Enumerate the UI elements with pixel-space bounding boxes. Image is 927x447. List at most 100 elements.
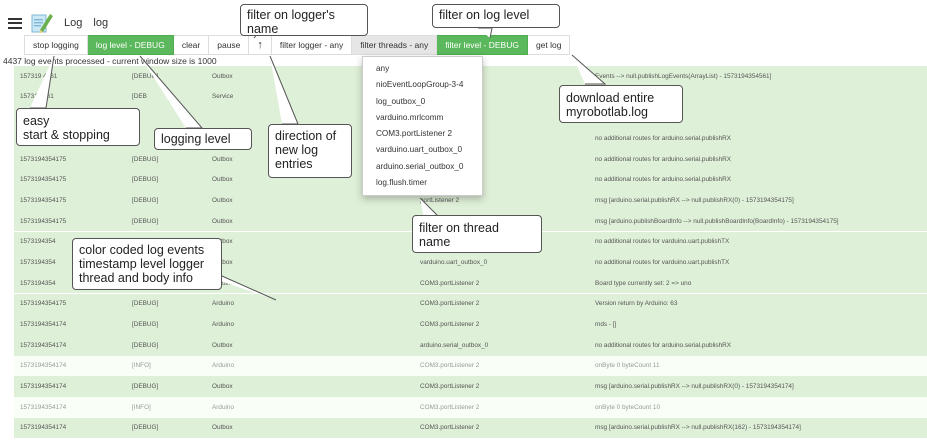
timestamp-cell: 1573194354174	[20, 341, 67, 349]
filter-threads-button[interactable]: filter threads - any	[352, 35, 438, 55]
logger-cell: Arduino	[212, 300, 235, 308]
thread-cell: portListener 2	[420, 196, 460, 204]
body-cell: Board type currently set: 2 => uno	[595, 279, 692, 287]
thread-cell: COM3.portListener 2	[420, 321, 480, 329]
timestamp-cell: 157319 4561	[20, 72, 58, 80]
table-row: 1573194354 Outbox varduino.uart_outbox_0 no…	[14, 252, 927, 273]
body-cell: no additional routes for arduino.serial.…	[595, 176, 732, 184]
logger-cell: Outbox	[212, 196, 233, 204]
log-level-button[interactable]: log level - DEBUG	[87, 35, 174, 55]
get-log-button[interactable]: get log	[527, 35, 571, 55]
logger-cell: Outbox	[212, 341, 233, 349]
body-cell: msg [arduino.publishBoardInfo --> null.p…	[595, 217, 839, 225]
thread-option[interactable]: arduino.serial_outbox_0	[376, 161, 464, 171]
logger-cell: Arduino	[212, 279, 235, 287]
body-cell: msg [arduino.serial.publishRX --> null.p…	[595, 424, 801, 432]
timestamp-cell: 1573194354	[20, 258, 56, 266]
table-row: 1573194354174 [INFO] Arduino COM3.portListe…	[14, 397, 927, 418]
logger-cell: Service	[212, 93, 234, 101]
body-cell: msg [arduino.serial.publishRX --> null.p…	[595, 196, 794, 204]
timestamp-cell: 157319 561	[20, 93, 54, 101]
level-cell: [INFO]	[132, 362, 151, 370]
timestamp-cell: 1573194354174	[20, 383, 67, 391]
filter-level-button[interactable]: filter level - DEBUG	[437, 35, 528, 55]
direction-arrow-button[interactable]: ↑	[249, 35, 272, 55]
logger-cell: Outbox	[212, 176, 233, 184]
logger-cell: Outbox	[212, 72, 233, 80]
callout-direction-text: direction of new log entries	[275, 129, 337, 171]
timestamp-cell: 1573194354175	[20, 217, 67, 225]
timestamp-cell: 1573194354175	[20, 300, 67, 308]
logger-cell: Arduino	[212, 321, 235, 329]
callout-download: download entire myrobotlab.log	[559, 85, 683, 123]
thread-option[interactable]: COM3.portListener 2	[376, 129, 452, 139]
callout-logging-level-text: logging level	[161, 132, 231, 146]
thread-option[interactable]: varduino.uart_outbox_0	[376, 145, 463, 155]
logger-cell: Arduino	[212, 362, 235, 370]
body-cell: Events --> null.publishLogEvents(ArrayLi…	[595, 72, 772, 80]
callout-easy-text: easy start & stopping	[23, 114, 110, 142]
logger-cell: Arduino	[212, 403, 235, 411]
log-pencil-icon	[31, 14, 53, 34]
thread-cell: COM3.portListener 2	[420, 403, 480, 411]
logger-cell: Outbox	[212, 383, 233, 391]
timestamp-cell: 1573194354175	[20, 176, 67, 184]
callout-filter-logger-text: filter on logger's name	[247, 8, 335, 36]
level-cell: [DEBUG]	[132, 217, 159, 225]
thread-option[interactable]: log_outbox_0	[376, 96, 426, 106]
level-cell: [DEB	[132, 93, 147, 101]
body-cell: msg [arduino.serial.publishRX --> null.p…	[595, 383, 794, 391]
stop-logging-button[interactable]: stop logging	[24, 35, 88, 55]
level-cell: [DEBUG]	[132, 176, 159, 184]
callout-filter-level-text: filter on log level	[439, 8, 530, 22]
pause-button[interactable]: pause	[209, 35, 250, 55]
body-cell: mds - []	[595, 321, 617, 329]
clear-button[interactable]: clear	[173, 35, 210, 55]
thread-cell: COM3.portListener 2	[420, 383, 480, 391]
body-cell: no additional routes for arduino.serial.…	[595, 341, 732, 349]
thread-option[interactable]: log.flush.timer	[376, 178, 427, 188]
body-cell: no additional routes for varduino.uart.p…	[595, 238, 730, 246]
timestamp-cell: 1573194354174	[20, 403, 67, 411]
body-cell: onByte 0 byteCount 11	[595, 362, 660, 370]
title-part-2: log	[93, 17, 109, 29]
timestamp-cell: 1573194354175	[20, 155, 67, 163]
body-cell: onByte 0 byteCount 10	[595, 403, 661, 411]
timestamp-cell: 1573194354175	[20, 196, 67, 204]
hamburger-menu-icon[interactable]	[8, 17, 22, 29]
callout-direction: direction of new log entries	[268, 124, 352, 178]
body-cell: no additional routes for varduino.uart.p…	[595, 258, 730, 266]
timestamp-cell: 1573194354	[20, 238, 56, 246]
thread-cell: COM3.portListener 2	[420, 424, 480, 432]
level-cell: [DEBUG]	[132, 196, 159, 204]
status-text: 4437 log events processed - current wind…	[3, 56, 217, 66]
callout-filter-thread-text: filter on thread name	[419, 221, 499, 249]
logger-cell: Outbox	[212, 258, 233, 266]
callout-color-coded: color coded log events timestamp level l…	[72, 238, 222, 290]
thread-option[interactable]: any	[376, 64, 390, 73]
page-title: Log log	[64, 17, 116, 29]
filter-logger-button[interactable]: filter logger - any	[271, 35, 353, 55]
body-cell: Version return by Arduino: 63	[595, 300, 678, 308]
timestamp-cell: 1573194354174	[20, 424, 67, 432]
thread-option[interactable]: nioEventLoopGroup-3-4	[376, 80, 464, 90]
title-part-1: Log	[64, 17, 83, 29]
level-cell: [INFO]	[132, 403, 151, 411]
logger-cell: Outbox	[212, 238, 233, 246]
logger-cell: Outbox	[212, 155, 233, 163]
callout-logging-level: logging level	[154, 128, 252, 150]
body-cell: no additional routes for arduino.serial.…	[595, 134, 732, 142]
thread-option[interactable]: varduino.mrlcomm	[376, 112, 444, 122]
callout-color-coded-text: color coded log events timestamp level l…	[79, 243, 205, 285]
body-cell: no additional routes for arduino.serial.…	[595, 155, 732, 163]
callout-filter-thread: filter on thread name	[412, 215, 542, 253]
thread-cell: varduino.uart_outbox_0	[420, 258, 488, 266]
callout-easy: easy start & stopping	[16, 108, 140, 146]
timestamp-cell: 1573194354174	[20, 362, 67, 370]
